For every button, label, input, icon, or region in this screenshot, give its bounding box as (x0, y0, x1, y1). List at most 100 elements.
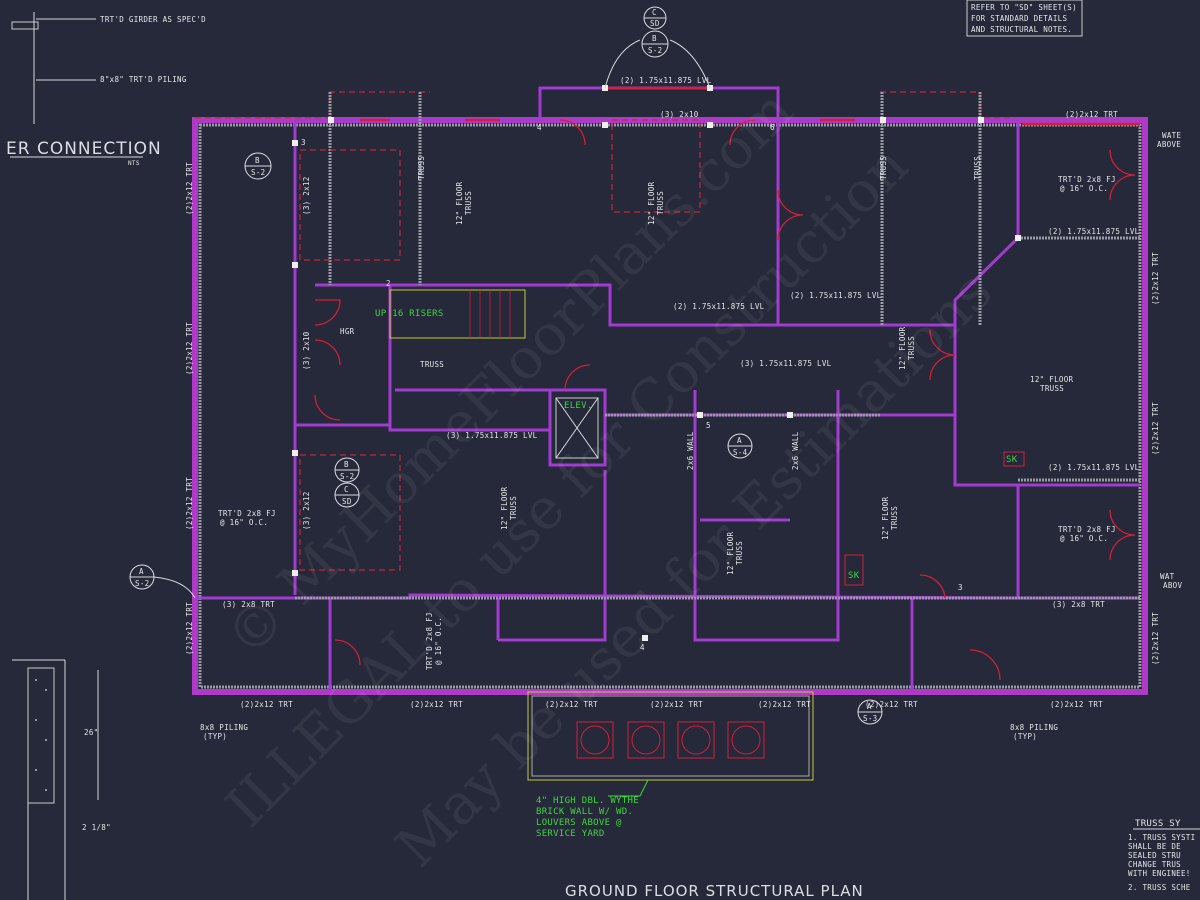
note-line: FOR STANDARD DETAILS (971, 14, 1067, 23)
truss-notes: TRUSS SY 1. TRUSS SYSTI SHALL BE DE SEAL… (1128, 819, 1200, 892)
joist-label: @ 16" O.C. (1060, 184, 1108, 193)
floor-truss-label: TRUSS (735, 541, 744, 565)
truss-label: TRUSS (420, 360, 444, 369)
floor-truss-label: 12" FLOOR (898, 326, 907, 370)
lvl-label: (2) 1.75x11.875 LVL (620, 76, 712, 85)
beams (295, 86, 1140, 600)
green-note-line: BRICK WALL W/ WD. (536, 807, 633, 817)
sink-label: SK (848, 571, 860, 581)
girder-label: TRT'D GIRDER AS SPEC'D (100, 15, 206, 24)
connection-detail: TRT'D GIRDER AS SPEC'D 8"x8" TRT'D PILIN… (6, 12, 206, 167)
beam-label: (2)2x12 TRT (240, 700, 293, 709)
beam-label: (2)2x12 TRT (410, 700, 463, 709)
beam-label: (2)2x12 TRT (865, 700, 918, 709)
beam-label: (3) 2x12 (302, 176, 311, 215)
beam-label: (2)2x12 TRT (1151, 402, 1160, 455)
piling-label: 8"x8" TRT'D PILING (100, 75, 187, 84)
truss-label: TRUSS (879, 156, 888, 180)
post-mark: 4 (640, 643, 645, 652)
beam-label: (3) 2x10 (302, 331, 311, 370)
bubble-letter: A (867, 702, 872, 711)
bubble-sheet: S-2 (135, 579, 149, 588)
piling-label: (TYP) (1013, 732, 1037, 741)
hanger-label: HGR (340, 327, 355, 336)
interior-walls (195, 86, 1140, 692)
green-note-line: LOUVERS ABOVE @ (536, 818, 622, 828)
truss-note-line: CHANGE TRUS (1128, 860, 1181, 869)
post-mark: 3 (301, 138, 306, 147)
water-heater-label: ABOV (1163, 581, 1182, 590)
truss-note-line: 2. TRUSS SCHE (1128, 883, 1191, 892)
dim-width: 2 1/8" (82, 823, 111, 832)
floor-truss-label: TRUSS (1040, 384, 1064, 393)
bubble-sheet: S-2 (340, 472, 354, 481)
truss-note-line: SHALL BE DE (1128, 842, 1181, 851)
beam-label: (3) 2x10 (660, 110, 699, 119)
vertical-labels: (2)2x12 TRT (2)2x12 TRT (2)2x12 TRT (2)2… (185, 156, 1160, 670)
beam-label: (2)2x12 TRT (185, 602, 194, 655)
truss-label: TRUSS (973, 156, 982, 180)
beam-label: (3) 2x8 TRT (1052, 600, 1105, 609)
water-heater-label: WATE (1162, 131, 1181, 140)
posts: 3 4 2 5 6 4 3 (292, 85, 1021, 652)
elevator-label: ELEV. (564, 401, 593, 411)
beam-label: (2)2x12 TRT (1065, 110, 1118, 119)
lvl-label: (2) 1.75x11.875 LVL (790, 291, 882, 300)
beam-label: (2)2x12 TRT (758, 700, 811, 709)
bubble-letter: C (652, 8, 657, 17)
beam-label: (2)2x12 TRT (185, 162, 194, 215)
floor-truss-label: TRUSS (656, 191, 665, 215)
elevator: ELEV. (555, 397, 599, 459)
beam-label: (2)2x12 TRT (185, 477, 194, 530)
bubble-letter: B (344, 460, 349, 469)
sheet-reference-note: REFER TO "SD" SHEET(S) FOR STANDARD DETA… (966, 0, 1083, 37)
service-yard: 4" HIGH DBL. WYTHE BRICK WALL W/ WD. LOU… (527, 691, 814, 839)
joist-label: TRT'D 2x8 FJ (1058, 175, 1116, 184)
sinks: SK SK (844, 451, 1025, 586)
doors (314, 119, 1136, 681)
truss-note-line: 1. TRUSS SYSTI (1128, 833, 1195, 842)
floor-truss-label: 12" FLOOR (726, 531, 735, 575)
lvl-label: (3) 1.75x11.875 LVL (446, 431, 538, 440)
truss-note-line: WITH ENGINEE! (1128, 869, 1191, 878)
sink-label: SK (1006, 455, 1018, 465)
piling-label: 8x8 PILING (200, 723, 248, 732)
water-heater-label: WAT (1160, 572, 1175, 581)
piling-label: 8x8 PILING (1010, 723, 1058, 732)
stair-risers-label: UP 16 RISERS (375, 309, 444, 319)
green-note-line: 4" HIGH DBL. WYTHE (536, 796, 639, 806)
section-bubbles: BS-2 BS-2 CSD BS-2 CSD AS-2 AS-4 AS-3 (129, 6, 883, 725)
truss-notes-title: TRUSS SY (1135, 819, 1181, 829)
bubble-sheet: S-3 (863, 714, 877, 723)
detail-title: ER CONNECTION (6, 139, 162, 159)
floor-truss-label: 12" FLOOR (647, 181, 656, 225)
dim-height: 26" (84, 728, 98, 737)
plan-title: GROUND FLOOR STRUCTURAL PLAN (565, 882, 864, 900)
post-mark: 6 (770, 123, 775, 132)
bubble-letter: B (255, 156, 260, 165)
truss-label: TRUSS (417, 156, 426, 180)
post-mark: 5 (706, 421, 711, 430)
bubble-sheet: S-2 (251, 168, 265, 177)
beam-label: (2)2x12 TRT (1151, 252, 1160, 305)
member-labels: (2) 1.75x11.875 LVL (3) 2x10 (2)2x12 TRT… (200, 76, 1182, 741)
pile-section-detail: 26" 2 1/8" (12, 659, 111, 900)
floor-truss-label: TRUSS (890, 506, 899, 530)
beam-label: (2)2x12 TRT (545, 700, 598, 709)
beam-label: (2)2x12 TRT (1151, 612, 1160, 665)
floor-truss-label: TRUSS (464, 191, 473, 215)
beam-label: (2)2x12 TRT (650, 700, 703, 709)
floor-truss-label: 12" FLOOR (1030, 375, 1074, 384)
watermark: © MyHomeFloorPlans.com ILLEGAL to use fo… (214, 78, 1005, 880)
floor-truss-label: 12" FLOOR (500, 486, 509, 530)
post-mark: 4 (537, 123, 542, 132)
lvl-label: (3) 1.75x11.875 LVL (740, 359, 832, 368)
note-line: AND STRUCTURAL NOTES. (971, 25, 1072, 34)
joist-label: @ 16" O.C. (434, 617, 443, 665)
joist-label: @ 16" O.C. (1060, 534, 1108, 543)
piling-label: (TYP) (203, 732, 227, 741)
water-heater-label: ABOVE (1157, 140, 1181, 149)
bubble-letter: A (737, 436, 742, 445)
detail-scale: NTS (128, 160, 140, 167)
